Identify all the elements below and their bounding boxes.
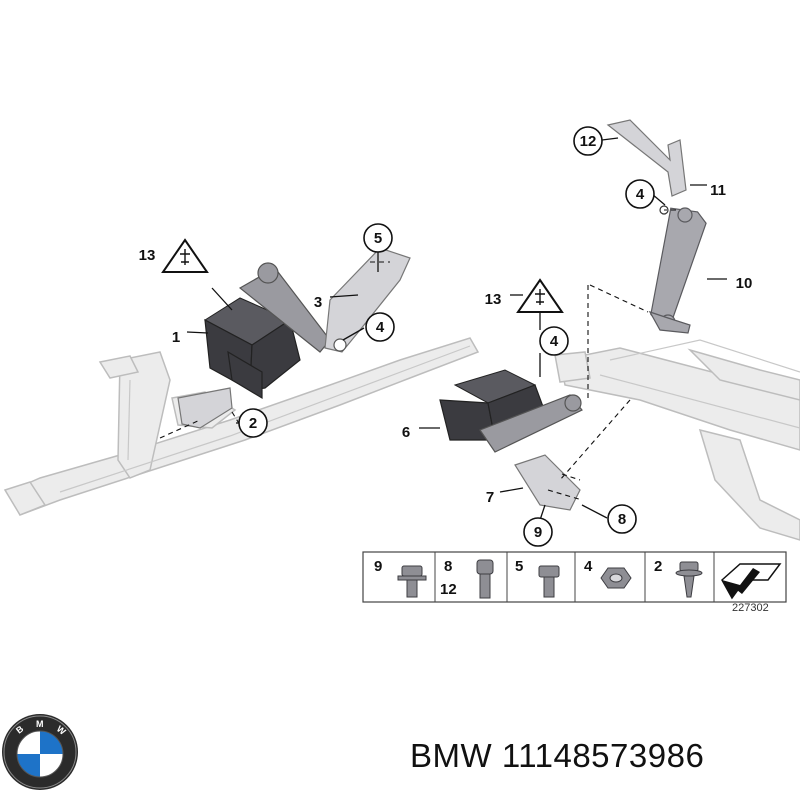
callout-number: 3	[314, 294, 322, 311]
callout-number: 4	[376, 319, 385, 336]
bmw-logo: B M W	[2, 714, 78, 790]
callout-circle	[625, 179, 655, 209]
legend-label: 2	[654, 558, 662, 575]
right-sensor-assembly	[439, 369, 583, 511]
coupling-rod-assembly	[606, 119, 707, 334]
callout-10: 10	[736, 275, 753, 292]
callout-8: 8	[607, 504, 637, 534]
callout-9: 9	[523, 517, 553, 547]
legend-label: 4	[584, 558, 593, 575]
callout-11: 11	[710, 182, 726, 199]
callout-circle	[573, 126, 603, 156]
callout-3: 3	[314, 294, 322, 311]
callout-6: 6	[402, 424, 410, 441]
callout-number: 12	[580, 133, 597, 150]
callout-number: 6	[402, 424, 410, 441]
callout-4: 4	[625, 179, 655, 209]
direction-arrow-icon	[721, 563, 782, 600]
callout-13: 13	[139, 247, 156, 264]
callout-circle	[363, 223, 393, 253]
callout-13: 13	[485, 291, 502, 308]
fastener-legend: 9 8 12 5 4 2	[362, 551, 787, 603]
right-subframe	[554, 339, 800, 541]
hex-nut-icon	[600, 567, 632, 589]
logo-letter: B	[14, 723, 26, 735]
callout-number: 1	[172, 329, 180, 346]
warning-triangle-icon	[161, 238, 209, 273]
callout-number: 7	[486, 489, 494, 506]
legend-label: 5	[515, 558, 523, 575]
diagram-number: 227302	[732, 602, 769, 614]
callout-number: 11	[710, 182, 726, 199]
left-sensor-assembly	[177, 247, 411, 429]
callout-number: 10	[736, 275, 753, 292]
callout-5: 5	[363, 223, 393, 253]
callout-circle	[539, 326, 569, 356]
callout-number: 4	[636, 186, 645, 203]
callout-number: 8	[618, 511, 626, 528]
legend-label: 9	[374, 558, 382, 575]
callout-circle	[365, 312, 395, 342]
legend-label: 12	[440, 581, 457, 598]
legend-label: 8	[444, 558, 452, 575]
callout-number: 13	[485, 291, 502, 308]
callout-4: 4	[365, 312, 395, 342]
callout-number: 5	[374, 230, 382, 247]
part-number-title: BMW 11148573986	[410, 737, 705, 774]
callout-circle	[523, 517, 553, 547]
callout-circle	[238, 408, 268, 438]
socket-cap-screw-icon	[476, 559, 494, 599]
dashed-reference-lines	[159, 209, 676, 501]
callout-4: 4	[539, 326, 569, 356]
hex-bolt-icon	[538, 565, 560, 598]
callout-12: 12	[573, 126, 603, 156]
callout-2: 2	[238, 408, 268, 438]
callout-number: 13	[139, 247, 156, 264]
callout-number: 4	[550, 333, 559, 350]
warning-triangle-icon	[516, 278, 564, 313]
logo-letter: M	[36, 719, 44, 729]
callout-7: 7	[486, 489, 494, 506]
callout-number: 2	[249, 415, 257, 432]
callout-circle	[607, 504, 637, 534]
callout-1: 1	[172, 329, 180, 346]
flange-screw-icon	[675, 561, 703, 598]
callout-number: 9	[534, 524, 542, 541]
flange-bolt-icon	[397, 565, 427, 598]
